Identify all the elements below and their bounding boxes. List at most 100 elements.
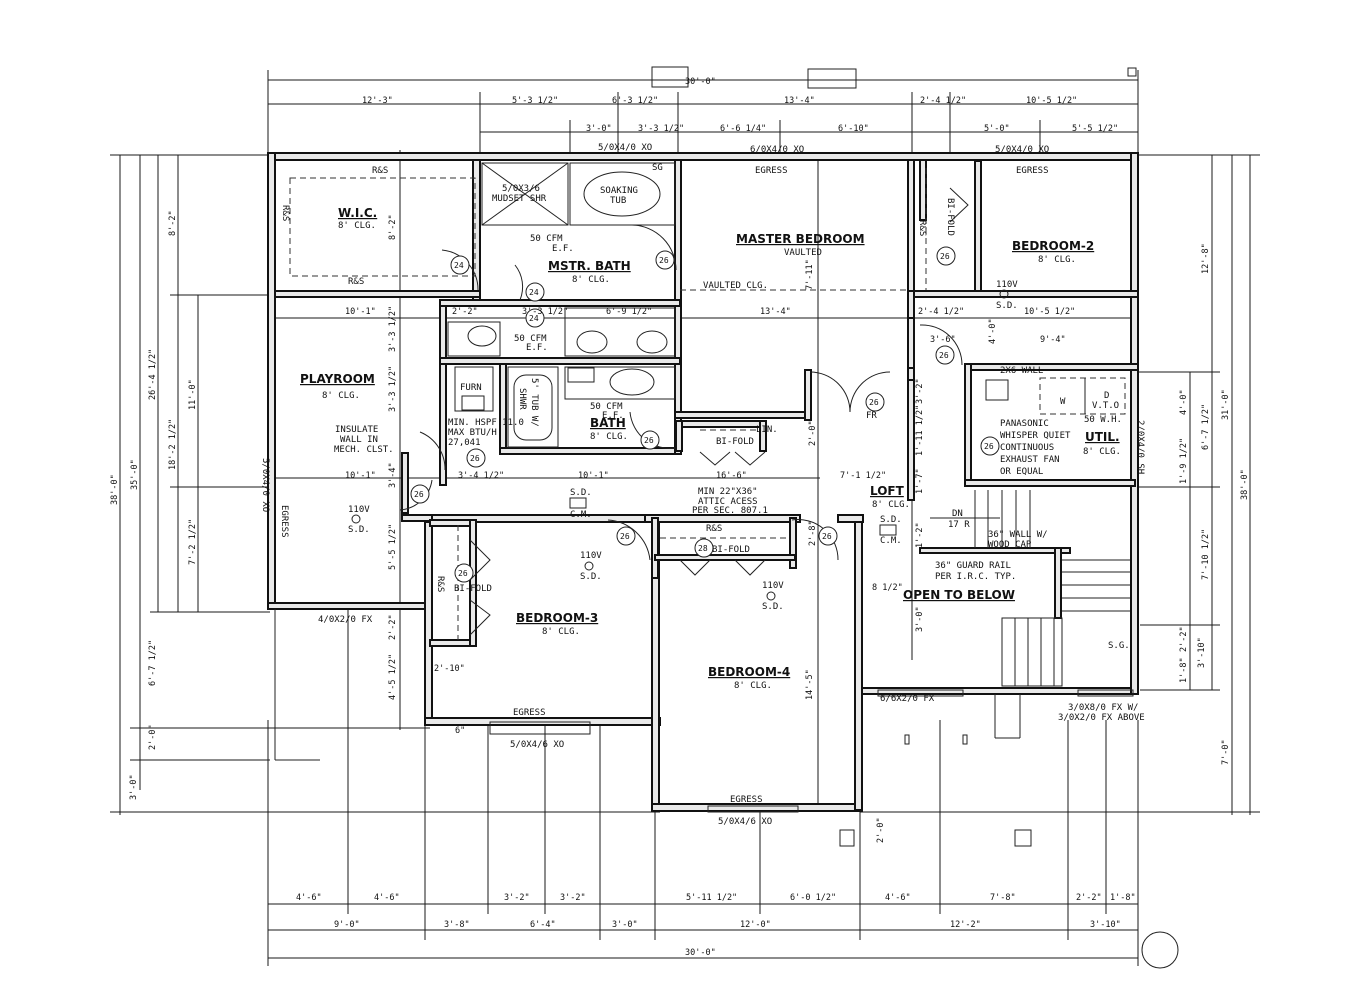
svg-text:8' CLG.: 8' CLG. xyxy=(1038,255,1076,265)
svg-text:3'-4 1/2": 3'-4 1/2" xyxy=(458,471,504,481)
svg-text:INSULATE: INSULATE xyxy=(335,425,378,435)
svg-text:5/0X4/6 XO: 5/0X4/6 XO xyxy=(718,817,772,827)
svg-text:5/0X4/0 XO: 5/0X4/0 XO xyxy=(995,145,1049,155)
svg-text:3'-8": 3'-8" xyxy=(444,920,470,930)
svg-text:EGRESS: EGRESS xyxy=(755,166,788,176)
svg-text:27,041: 27,041 xyxy=(448,438,481,448)
svg-text:6/6X2/0 FX: 6/6X2/0 FX xyxy=(880,694,935,704)
svg-text:S.D.: S.D. xyxy=(996,301,1018,311)
door-tag: 26 xyxy=(655,250,675,270)
room-master-bedroom: MASTER BEDROOM xyxy=(736,232,865,246)
svg-text:5'-0": 5'-0" xyxy=(984,124,1010,134)
room-master-bath: MSTR. BATH xyxy=(548,259,631,273)
svg-text:3/0X8/0 FX W/: 3/0X8/0 FX W/ xyxy=(1068,703,1138,713)
svg-text:S.D.: S.D. xyxy=(762,602,784,612)
svg-text:EGRESS: EGRESS xyxy=(730,795,763,805)
svg-text:8' CLG.: 8' CLG. xyxy=(1083,447,1121,457)
svg-text:14'-5": 14'-5" xyxy=(805,669,815,700)
svg-text:10'-5 1/2": 10'-5 1/2" xyxy=(1026,96,1077,106)
svg-text:3'-6": 3'-6" xyxy=(930,335,956,345)
svg-text:CONTINUOUS: CONTINUOUS xyxy=(1000,443,1054,453)
svg-text:R&S: R&S xyxy=(917,220,927,236)
svg-text:35'-0": 35'-0" xyxy=(130,459,140,490)
svg-text:6'-0 1/2": 6'-0 1/2" xyxy=(790,893,836,903)
svg-text:W: W xyxy=(1060,397,1066,407)
svg-text:EGRESS: EGRESS xyxy=(1016,166,1049,176)
svg-text:PER SEC. 807.1: PER SEC. 807.1 xyxy=(692,506,768,516)
svg-text:1'-2": 1'-2" xyxy=(915,522,925,548)
svg-text:2'-4 1/2": 2'-4 1/2" xyxy=(920,96,966,106)
svg-text:3'-2": 3'-2" xyxy=(915,378,925,404)
svg-text:50 CFM: 50 CFM xyxy=(514,334,547,344)
svg-text:2X6 WALL: 2X6 WALL xyxy=(1000,366,1043,376)
svg-text:3/0X2/0 FX ABOVE: 3/0X2/0 FX ABOVE xyxy=(1058,713,1145,723)
svg-text:12'-0": 12'-0" xyxy=(740,920,771,930)
svg-text:38'-0": 38'-0" xyxy=(110,474,120,505)
svg-text:BI-FOLD: BI-FOLD xyxy=(716,437,754,447)
svg-text:38'-0": 38'-0" xyxy=(1240,469,1250,500)
svg-text:5/0X3/6: 5/0X3/6 xyxy=(502,184,540,194)
svg-text:9'-0": 9'-0" xyxy=(334,920,360,930)
svg-text:24: 24 xyxy=(529,288,539,297)
svg-text:3'-10": 3'-10" xyxy=(1090,920,1121,930)
svg-text:24: 24 xyxy=(529,314,539,323)
svg-text:E.F.: E.F. xyxy=(526,343,548,353)
svg-text:2'-2": 2'-2" xyxy=(452,307,478,317)
svg-text:OR EQUAL: OR EQUAL xyxy=(1000,467,1043,477)
svg-text:LIN.: LIN. xyxy=(756,425,778,435)
svg-text:MUDSET SHR: MUDSET SHR xyxy=(492,194,547,204)
notes: 5/0X3/6 MUDSET SHR SOAKING TUB 50 CFM E.… xyxy=(280,163,1130,651)
svg-text:13'-4": 13'-4" xyxy=(784,96,815,106)
svg-text:3'-10": 3'-10" xyxy=(1197,637,1207,668)
svg-text:5/0X4/6 XO: 5/0X4/6 XO xyxy=(510,740,564,750)
svg-text:3'-2": 3'-2" xyxy=(504,893,530,903)
svg-text:7'-0": 7'-0" xyxy=(1221,739,1231,765)
svg-text:1'-9 1/2": 1'-9 1/2" xyxy=(1179,438,1189,484)
svg-text:1'-8": 1'-8" xyxy=(1179,657,1189,683)
svg-text:5'-11 1/2": 5'-11 1/2" xyxy=(686,893,737,903)
svg-text:6'-4": 6'-4" xyxy=(530,920,556,930)
svg-text:VAULTED CLG.: VAULTED CLG. xyxy=(703,281,768,291)
svg-text:R&S: R&S xyxy=(706,524,722,534)
svg-text:8' CLG.: 8' CLG. xyxy=(590,432,628,442)
door-tag: 26 xyxy=(454,563,474,583)
svg-text:2'-8": 2'-8" xyxy=(808,520,818,546)
svg-text:FR: FR xyxy=(866,411,877,421)
door-tag: 26 xyxy=(616,526,636,546)
room-playroom: PLAYROOM xyxy=(300,372,375,386)
svg-text:110V: 110V xyxy=(762,581,784,591)
svg-text:7'-2 1/2": 7'-2 1/2" xyxy=(188,519,198,565)
svg-text:EXHAUST FAN: EXHAUST FAN xyxy=(1000,455,1060,465)
svg-text:26: 26 xyxy=(940,252,950,261)
svg-text:26'-4 1/2": 26'-4 1/2" xyxy=(148,349,158,400)
svg-text:MAX BTU/H: MAX BTU/H xyxy=(448,428,497,438)
svg-text:2'-0": 2'-0" xyxy=(876,817,886,843)
svg-text:3'-0": 3'-0" xyxy=(586,124,612,134)
svg-text:10'-5 1/2": 10'-5 1/2" xyxy=(1024,307,1075,317)
walls xyxy=(267,66,1139,812)
door-tag: 26 xyxy=(935,345,955,365)
svg-text:D: D xyxy=(1104,391,1109,401)
svg-text:ATTIC ACESS: ATTIC ACESS xyxy=(698,497,758,507)
svg-text:31'-0": 31'-0" xyxy=(1221,389,1231,420)
svg-text:S.G.: S.G. xyxy=(1108,641,1130,651)
svg-text:26: 26 xyxy=(869,398,879,407)
svg-text:26: 26 xyxy=(620,532,630,541)
svg-text:R&S: R&S xyxy=(348,277,364,287)
svg-text:7'-11": 7'-11" xyxy=(805,259,815,290)
svg-text:4'-6": 4'-6" xyxy=(374,893,400,903)
svg-text:MECH. CLST.: MECH. CLST. xyxy=(334,445,394,455)
svg-text:2/0X4/0 SH: 2/0X4/0 SH xyxy=(1135,420,1145,474)
door-tag: 26 xyxy=(466,448,486,468)
svg-text:V.T.O: V.T.O xyxy=(1092,401,1119,411)
svg-text:8' CLG.: 8' CLG. xyxy=(572,275,610,285)
dimension-lines xyxy=(110,70,1260,966)
svg-text:9'-4": 9'-4" xyxy=(1040,335,1066,345)
svg-text:1'-7": 1'-7" xyxy=(915,468,925,494)
door-tag: 26 xyxy=(865,392,885,412)
svg-text:S.D.: S.D. xyxy=(348,525,370,535)
svg-text:26: 26 xyxy=(644,436,654,445)
svg-text:4'-6": 4'-6" xyxy=(885,893,911,903)
door-tag: 24 xyxy=(525,308,545,328)
svg-text:8' CLG.: 8' CLG. xyxy=(322,391,360,401)
